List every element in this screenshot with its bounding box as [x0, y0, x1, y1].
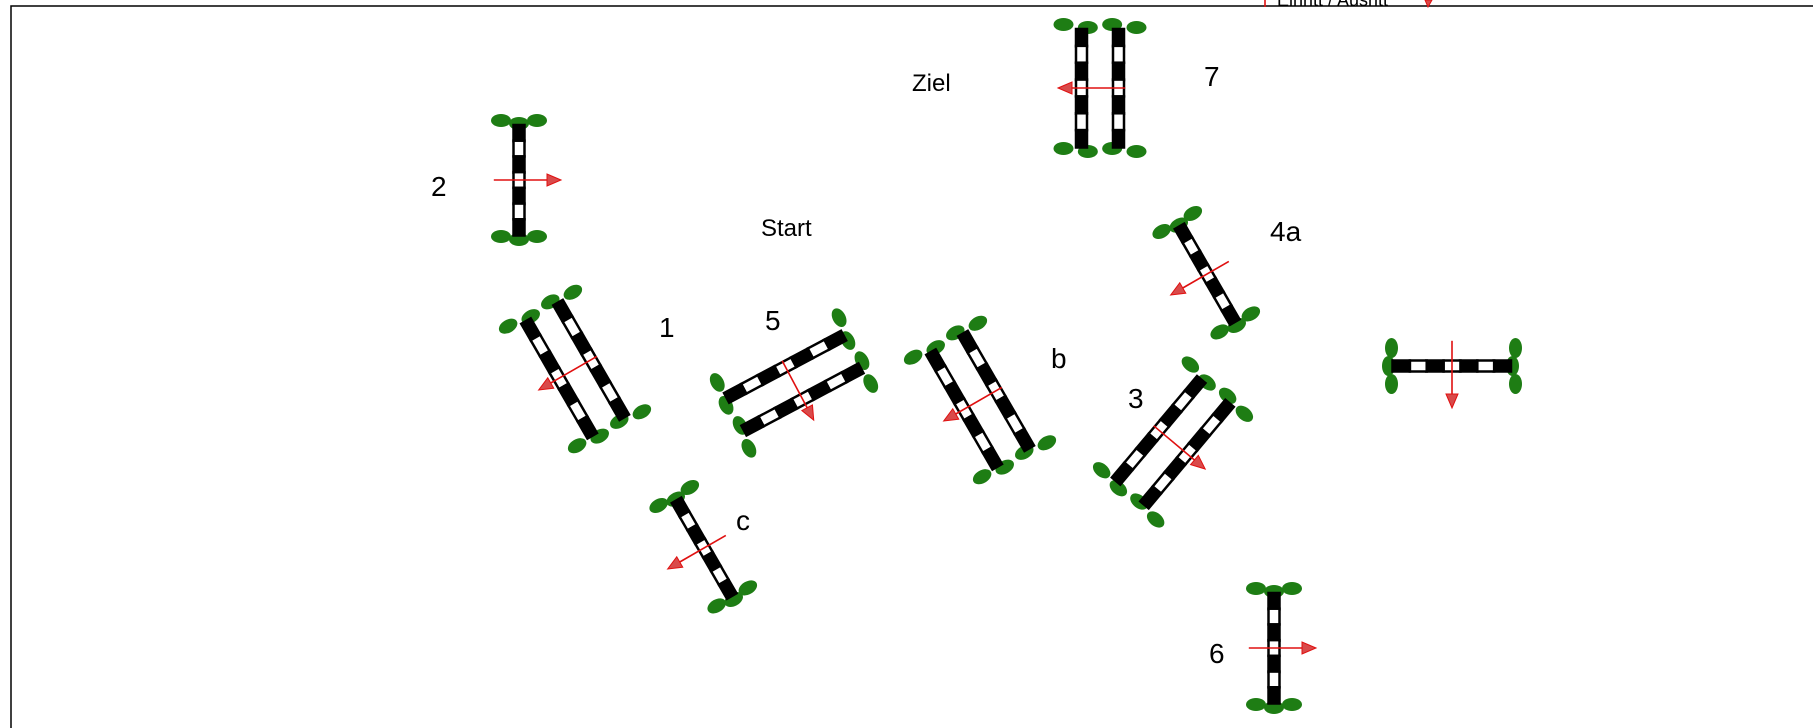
obstacle-6-pole-1-segment	[1267, 591, 1281, 611]
obstacle-entrance-pole-1-segment	[1424, 359, 1445, 373]
obstacle-7-direction-arrow	[1056, 81, 1126, 95]
obstacle-entrance-pole-1-segment	[1391, 359, 1412, 373]
obstacle-2	[491, 114, 563, 246]
obstacle-4a-wing-top	[1152, 205, 1203, 240]
arena-border	[10, 5, 1813, 728]
obstacle-7-pole-2-segment	[1111, 112, 1126, 132]
obstacle-label-c: c	[736, 505, 750, 536]
obstacle-4a	[1152, 205, 1261, 340]
obstacle-7-pole-1-segment	[1074, 128, 1089, 149]
obstacle-2-pole-1-segment	[512, 202, 526, 221]
obstacle-entrance-pole-1-segment	[1492, 359, 1513, 373]
obstacle-label-7: 7	[1204, 61, 1220, 92]
obstacle-7-pole-1-segment	[1074, 95, 1089, 116]
obstacle-entrance-pole-1-segment	[1458, 359, 1479, 373]
obstacle-7-wing-bottom	[1053, 142, 1147, 158]
obstacle-6-pole-1-segment	[1267, 670, 1281, 689]
obstacle-4a-pole-1-segment	[1220, 303, 1242, 327]
obstacle-c	[649, 479, 758, 614]
obstacle-1-pole-2-segment	[608, 396, 631, 422]
obstacle-b-direction-arrow	[942, 386, 1003, 422]
obstacle-4a-wing-bottom	[1210, 306, 1261, 340]
obstacle-2-direction-arrow	[493, 173, 563, 187]
obstacle-7-pole-2-segment	[1111, 95, 1126, 116]
obstacle-6-pole-1-segment	[1267, 623, 1281, 642]
obstacle-7-wing-top	[1053, 18, 1147, 34]
obstacle-b-pole-2-segment	[1013, 427, 1036, 453]
finish-label: Ziel	[912, 70, 951, 97]
obstacle-7-pole-2-segment	[1111, 44, 1126, 64]
obstacle-entrance-pole-1-segment	[1408, 359, 1428, 373]
obstacle-c-pole-1-segment	[717, 577, 739, 601]
obstacle-2-pole-1-segment	[512, 218, 526, 237]
obstacle-entrance	[1382, 338, 1522, 410]
obstacle-5-pole-1-segment	[722, 382, 748, 405]
obstacle-3	[1092, 356, 1254, 528]
obstacle-6-direction-arrow	[1248, 641, 1318, 655]
obstacle-2-pole-1-segment	[512, 123, 526, 143]
obstacle-label-5: 5	[765, 305, 781, 336]
obstacle-3-pole-1-segment	[1110, 460, 1135, 487]
obstacle-5	[709, 308, 879, 458]
obstacle-6-pole-1-segment	[1267, 607, 1281, 626]
obstacle-c-direction-arrow	[666, 534, 727, 570]
obstacle-7-pole-2-segment	[1111, 61, 1126, 82]
obstacle-3-wing-bottom	[1092, 462, 1165, 528]
obstacle-5-pole-2-segment	[739, 414, 766, 438]
obstacles-layer	[491, 0, 1522, 714]
obstacle-7-pole-1-segment	[1074, 27, 1089, 48]
obstacle-entrance-wing-bottom	[1382, 338, 1398, 394]
obstacle-7-pole-2-segment	[1111, 128, 1126, 149]
obstacle-b-pole-1-segment	[981, 445, 1004, 472]
obstacle-7-pole-2-segment	[1111, 27, 1126, 48]
obstacle-entrance-pole-1-segment	[1476, 359, 1496, 373]
obstacle-entrance-direction-arrow	[1445, 340, 1459, 410]
obstacle-4a-direction-arrow	[1169, 260, 1230, 296]
obstacle-b	[903, 315, 1057, 485]
obstacle-5-direction-arrow	[781, 360, 815, 422]
entrance-exit-markers	[1264, 0, 1433, 9]
obstacle-label-3: 3	[1128, 383, 1144, 414]
obstacle-3-pole-2-segment	[1138, 484, 1163, 511]
obstacle-7-pole-1-segment	[1074, 61, 1089, 82]
obstacle-label-b: b	[1051, 343, 1067, 374]
obstacle-7-pole-1-segment	[1074, 112, 1089, 132]
obstacle-label-2: 2	[431, 171, 447, 202]
obstacle-6	[1246, 582, 1318, 714]
obstacle-label-1: 1	[659, 312, 675, 343]
obstacle-1-wing-top	[498, 284, 583, 334]
obstacle-2-pole-1-segment	[512, 186, 526, 206]
obstacle-1-pole-1-segment	[576, 414, 599, 441]
obstacle-2-pole-1-segment	[512, 139, 526, 158]
obstacle-3-direction-arrow	[1153, 425, 1207, 470]
obstacle-7-pole-1-segment	[1074, 44, 1089, 64]
obstacle-label-6: 6	[1209, 638, 1225, 669]
obstacle-7	[1053, 18, 1147, 158]
obstacle-2-pole-1-segment	[512, 155, 526, 174]
obstacle-label-4a: 4a	[1270, 216, 1302, 247]
obstacle-6-pole-1-segment	[1267, 654, 1281, 674]
obstacle-c-wing-top	[649, 479, 700, 514]
obstacle-6-pole-1-segment	[1267, 686, 1281, 705]
obstacle-1-direction-arrow	[537, 355, 598, 391]
obstacle-1	[498, 284, 652, 454]
entrance-exit-label: Einritt / Ausritt	[1277, 0, 1388, 10]
start-label: Start	[761, 215, 812, 242]
obstacle-c-wing-bottom	[707, 580, 758, 614]
